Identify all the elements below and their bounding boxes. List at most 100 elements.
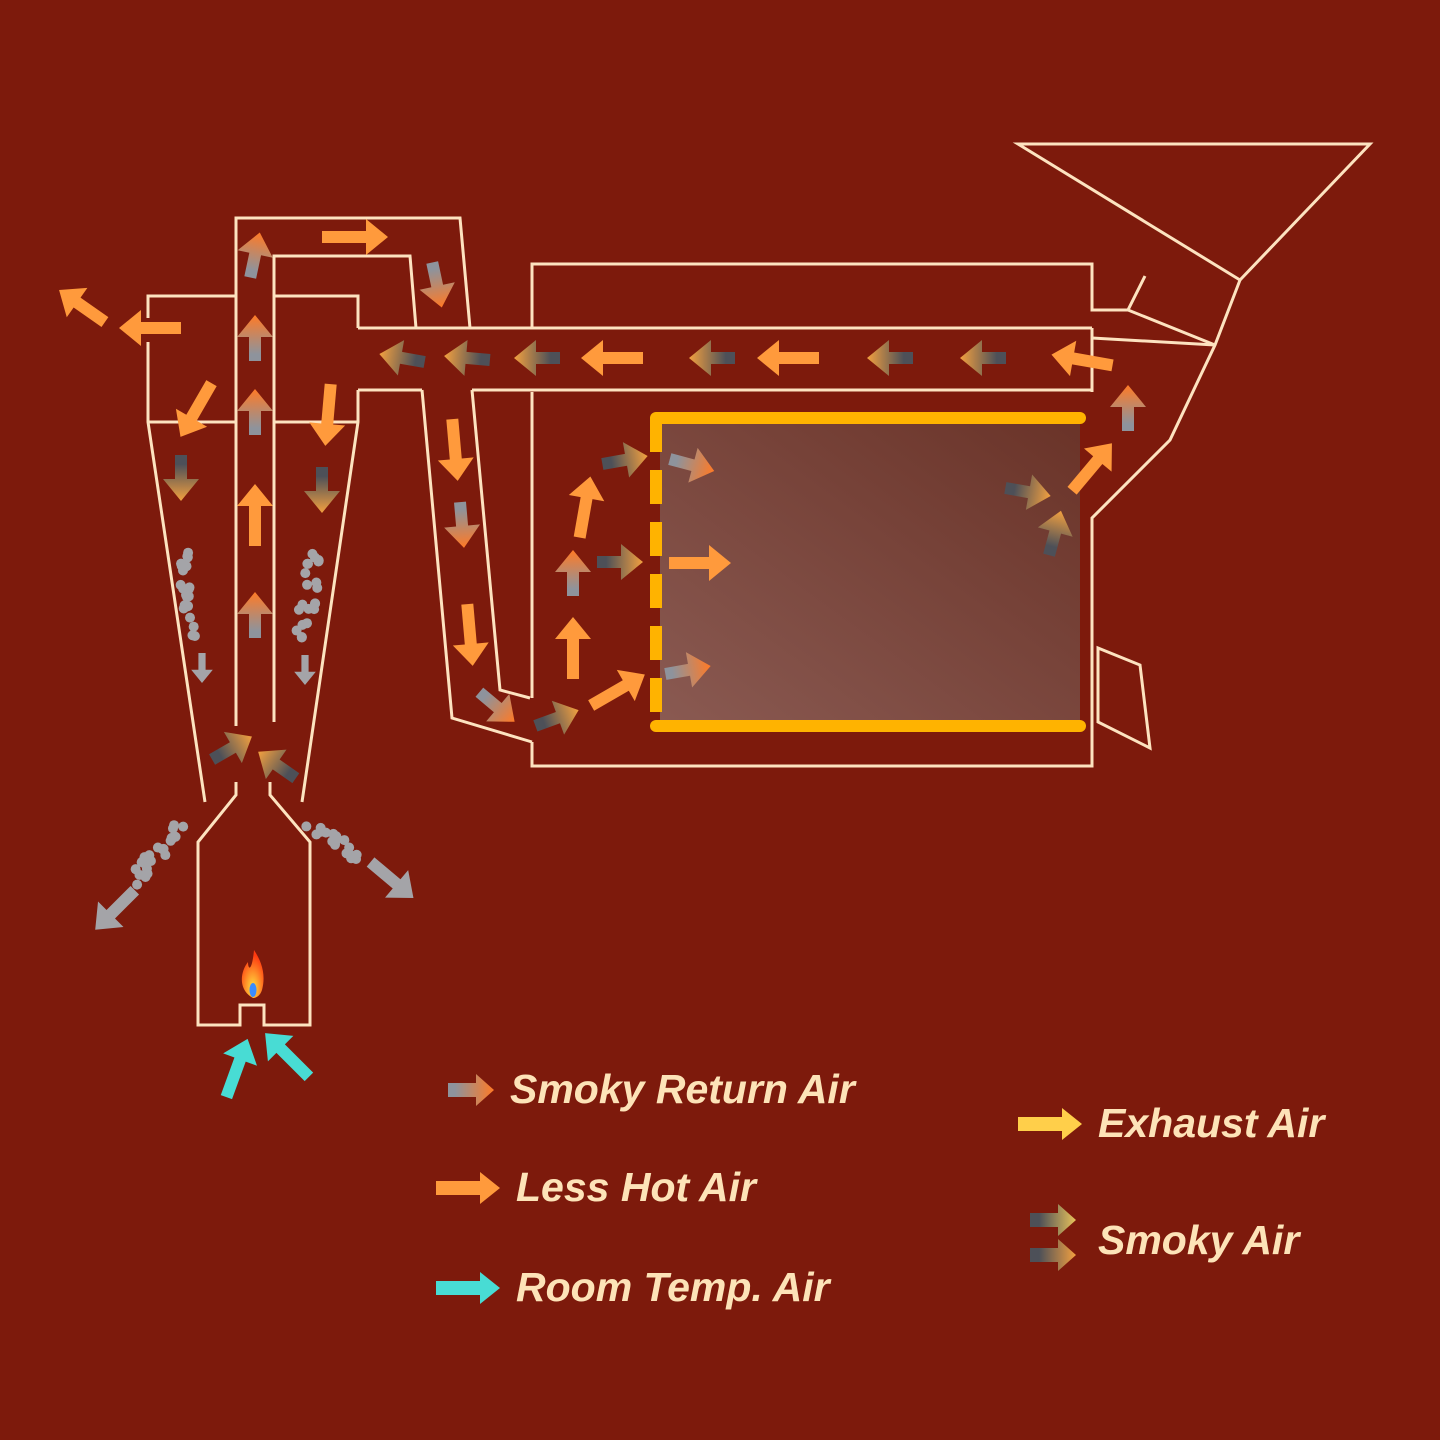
particle	[339, 835, 350, 846]
smoky-return-arrow-icon	[448, 1073, 494, 1106]
less-hot-air-arrow-icon	[669, 545, 731, 581]
particle	[311, 829, 322, 840]
room-temp-air-arrow-icon	[220, 1038, 257, 1100]
particle	[179, 600, 190, 611]
particle	[132, 879, 143, 890]
particle-flow-arrow-icon	[366, 857, 414, 898]
smoky-air-arrow-icon	[163, 455, 199, 501]
less-hot-air-arrow-icon	[581, 340, 643, 376]
smoky-air-arrow-icon	[1030, 1204, 1076, 1271]
particle	[344, 842, 355, 853]
smoky-return-arrow-icon	[237, 389, 273, 435]
left-cyclone	[146, 294, 236, 318]
particle	[167, 823, 178, 834]
chaff-particles	[130, 547, 362, 890]
particle	[312, 582, 323, 593]
less-hot-air-arrow-icon	[555, 617, 591, 679]
particle-flow-arrow-icon	[95, 885, 140, 930]
smoky-return-arrow-icon	[555, 550, 591, 596]
machine-outline	[146, 142, 1374, 1027]
particle	[181, 591, 192, 602]
legend-room-temp-air: Room Temp. Air	[434, 1264, 830, 1311]
smoky-return-arrow-icon	[237, 232, 273, 279]
less-hot-air-arrow-icon	[175, 380, 217, 437]
less-hot-air-arrow-icon	[119, 310, 181, 346]
smoky-air-arrow-icon	[689, 340, 735, 376]
down-duct	[420, 389, 533, 744]
less-hot-arrow-icon	[436, 1171, 500, 1204]
particle	[187, 630, 198, 641]
legend-label: Exhaust Air	[1098, 1100, 1325, 1146]
riser-outer	[234, 216, 472, 726]
legend-label: Smoky Air	[1098, 1216, 1300, 1263]
less-hot-air-arrow-icon	[452, 603, 489, 666]
legend-less-hot-air: Less Hot Air	[434, 1164, 756, 1211]
smoky-air-arrow-icon	[1037, 510, 1073, 557]
less-hot-air-arrow-icon	[237, 484, 273, 546]
particle	[293, 604, 304, 615]
smoky-air-arrow-icon	[597, 544, 643, 580]
particle	[157, 844, 168, 855]
legend-label: Less Hot Air	[516, 1164, 756, 1210]
right-cyclone	[274, 294, 360, 328]
particle	[183, 547, 194, 558]
particle	[134, 869, 145, 880]
particle-flow-arrow-icon	[294, 655, 316, 685]
particle	[303, 558, 314, 569]
particle	[141, 863, 152, 874]
riser-inner	[272, 254, 418, 722]
smoky-return-arrow-icon	[237, 315, 273, 361]
burner-chamber	[196, 782, 312, 1027]
particle	[301, 821, 312, 832]
legend-smoky-air: Smoky Air	[1028, 1204, 1299, 1276]
smoky-air-arrow-icon	[867, 340, 913, 376]
particle	[188, 621, 199, 632]
legend-label: Smoky Return Air	[510, 1066, 855, 1112]
smoky-return-arrow-icon	[419, 261, 455, 308]
legend-exhaust-air: Exhaust Air	[1016, 1100, 1324, 1147]
less-hot-air-arrow-icon	[322, 219, 388, 255]
legend-label: Room Temp. Air	[516, 1264, 830, 1310]
smoky-air-arrow-icon	[533, 700, 579, 735]
particle	[302, 579, 313, 590]
smoky-air-arrow-icon	[444, 339, 491, 376]
particle	[300, 568, 311, 579]
flame-icon	[241, 950, 264, 998]
less-hot-air-arrow-icon	[59, 287, 109, 327]
less-hot-air-arrow-icon	[1067, 443, 1112, 495]
smoky-return-arrow-icon	[664, 652, 711, 688]
smoky-return-arrow-icon	[444, 501, 481, 548]
particle	[309, 598, 320, 609]
particle	[184, 582, 195, 593]
smoky-return-arrow-icon	[1110, 385, 1146, 431]
smoky-return-arrow-icon	[237, 592, 273, 638]
particle	[184, 612, 195, 623]
less-hot-air-arrow-icon	[1051, 340, 1114, 377]
less-hot-air-arrow-icon	[588, 669, 645, 711]
smoky-air-arrow-icon	[960, 340, 1006, 376]
particle	[176, 560, 187, 571]
smoky-return-arrow-icon	[668, 447, 715, 483]
hopper	[1012, 142, 1374, 282]
room-temp-air-arrow-icon	[265, 1033, 314, 1082]
particle	[178, 821, 189, 832]
particle	[327, 836, 338, 847]
particle	[139, 852, 150, 863]
legend-smoky-return-air: Smoky Return Air	[446, 1066, 855, 1113]
less-hot-air-arrow-icon	[309, 383, 346, 446]
particle	[175, 579, 186, 590]
less-hot-air-arrow-icon	[757, 340, 819, 376]
airflow-arrows	[59, 219, 1146, 1100]
smoky-return-arrow-icon	[475, 687, 515, 722]
smoky-air-arrow-icon	[209, 731, 252, 765]
smoky-air-arrow-icon	[1004, 474, 1051, 510]
smoky-air-arrow-icon	[258, 749, 300, 784]
less-hot-air-arrow-icon	[568, 476, 605, 539]
room-temp-arrow-icon	[436, 1271, 500, 1304]
roasting-drum	[650, 412, 1086, 732]
particle	[296, 632, 307, 643]
particle	[297, 619, 308, 630]
smoky-air-arrow-icon	[304, 467, 340, 513]
